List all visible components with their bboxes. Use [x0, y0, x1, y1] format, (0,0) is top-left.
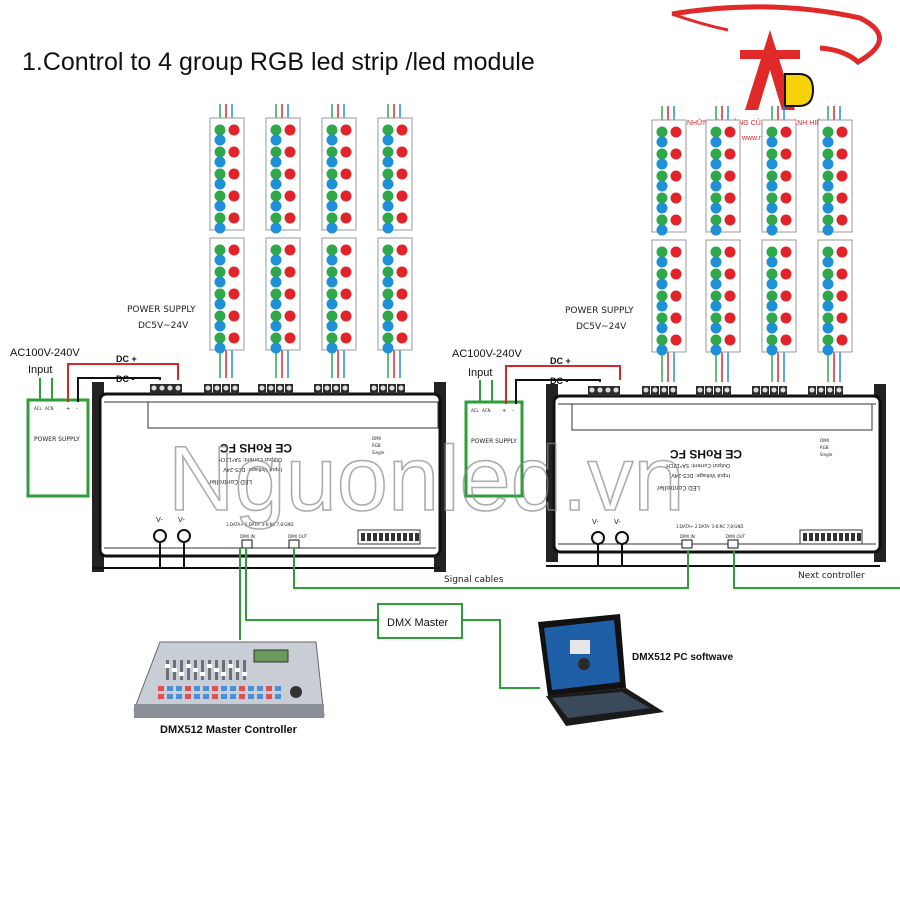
mode-option-single-2: Single — [820, 452, 833, 457]
led-controller-right: LED Controller Input Voltage: DC5-24V Ou… — [546, 384, 886, 562]
controller-output-current-2: Output Current: 5A*12CH — [666, 462, 730, 468]
controller-output-current: Output Current: 5A*12CH — [218, 456, 282, 462]
psu-terminal-acn-2: ACN — [482, 408, 490, 413]
input-label: Input — [28, 364, 52, 376]
mode-option-dmx: DMX — [372, 436, 382, 441]
signal-wiring — [239, 548, 900, 689]
dmx-pinout-2: 1:DATA+ 2:DATA- 3-6:NC 7,8:GND — [676, 524, 743, 529]
mode-option-dmx-2: DMX — [820, 438, 830, 443]
system-left: POWER SUPPLY DC5V~24V AC100V-240V Input … — [10, 305, 446, 572]
psu-terminal-minus-2: - — [512, 408, 514, 414]
controller-name-2: LED Controller — [656, 484, 700, 491]
power-supply-unit-2 — [464, 400, 524, 498]
dmx-pinout: 1:DATA+ 2:DATA- 3-6:NC 7,8:GND — [226, 522, 293, 527]
controller-name: LED Controller — [208, 478, 252, 485]
led-module-string — [705, 106, 741, 382]
mode-option-single: Single — [372, 450, 385, 455]
watermark: Nguonled.vn — [168, 428, 685, 530]
controller-input-voltage: Input Voltage: DC5-24V — [223, 466, 282, 472]
system-right: POWER SUPPLY DC5V~24V AC100V-240V Input … — [452, 306, 886, 567]
power-supply-voltage: DC5V~24V — [138, 321, 189, 331]
pc-software-label: DMX512 PC softwave — [632, 652, 734, 663]
dmx-master-label: DMX Master — [387, 617, 448, 629]
psu-terminal-plus-2: + — [502, 408, 506, 414]
led-module-string — [761, 106, 797, 382]
vminus-label-1: V- — [156, 516, 163, 524]
logo-tagline: NƠI NHỮNG Ý TƯỞNG CỦA BẠN THÀNH HIỆN THỰ… — [672, 118, 848, 127]
vminus-label-4: V- — [614, 518, 621, 526]
dmx-console-image — [133, 641, 325, 718]
mode-option-rgb-2: RGB — [820, 445, 829, 450]
controller-marks: CE RoHS FC — [220, 441, 292, 455]
psu-label: POWER SUPPLY — [34, 436, 80, 443]
led-module-string — [817, 106, 853, 382]
next-controller-label: Next controller — [798, 571, 865, 581]
controller-input-voltage-2: Input Voltage: DC5-24V — [671, 472, 730, 478]
led-module-string — [651, 106, 687, 382]
laptop-image — [538, 614, 664, 726]
psu-terminal-acl-2: ACL — [471, 408, 479, 413]
mode-option-rgb: RGB — [372, 443, 381, 448]
master-controller-label: DMX512 Master Controller — [160, 724, 298, 736]
led-module-string — [209, 104, 245, 378]
power-supply-voltage-2: DC5V~24V — [576, 322, 627, 332]
dmx-out-label-2: DMX OUT — [726, 534, 746, 539]
dmx-in-label: DMX IN — [240, 534, 255, 539]
dmx-in-label-2: DMX IN — [680, 534, 695, 539]
ac-input-label: AC100V-240V — [10, 347, 80, 359]
psu-label-2: POWER SUPPLY — [471, 438, 517, 445]
controller-marks-2: CE RoHS FC — [670, 447, 742, 461]
power-supply-label-2: POWER SUPPLY — [565, 306, 634, 316]
input-label-2: Input — [468, 367, 492, 379]
power-supply-unit — [26, 398, 90, 498]
diagram-title: 1.Control to 4 group RGB led strip /led … — [22, 48, 535, 76]
led-module-string — [265, 104, 301, 378]
vminus-label-3: V- — [592, 518, 599, 526]
led-controller-left: LED Controller Input Voltage: DC5-24V Ou… — [92, 382, 446, 572]
signal-cables-label: Signal cables — [444, 575, 504, 585]
dc-plus-label: DC + — [116, 354, 137, 364]
led-module-string — [377, 104, 413, 378]
vminus-label-2: V- — [178, 516, 185, 524]
led-strips — [209, 104, 853, 382]
power-supply-label: POWER SUPPLY — [127, 305, 196, 315]
psu-terminal-acn: ACN — [45, 406, 53, 411]
led-module-string — [321, 104, 357, 378]
dmx-master-box — [377, 603, 463, 639]
psu-terminal-plus: + — [66, 406, 70, 412]
dc-plus-label-2: DC + — [550, 356, 571, 366]
ac-input-label-2: AC100V-240V — [452, 348, 522, 360]
psu-terminal-acl: ACL — [34, 406, 42, 411]
psu-terminal-minus: - — [76, 406, 78, 412]
dmx-out-label: DMX OUT — [288, 534, 308, 539]
